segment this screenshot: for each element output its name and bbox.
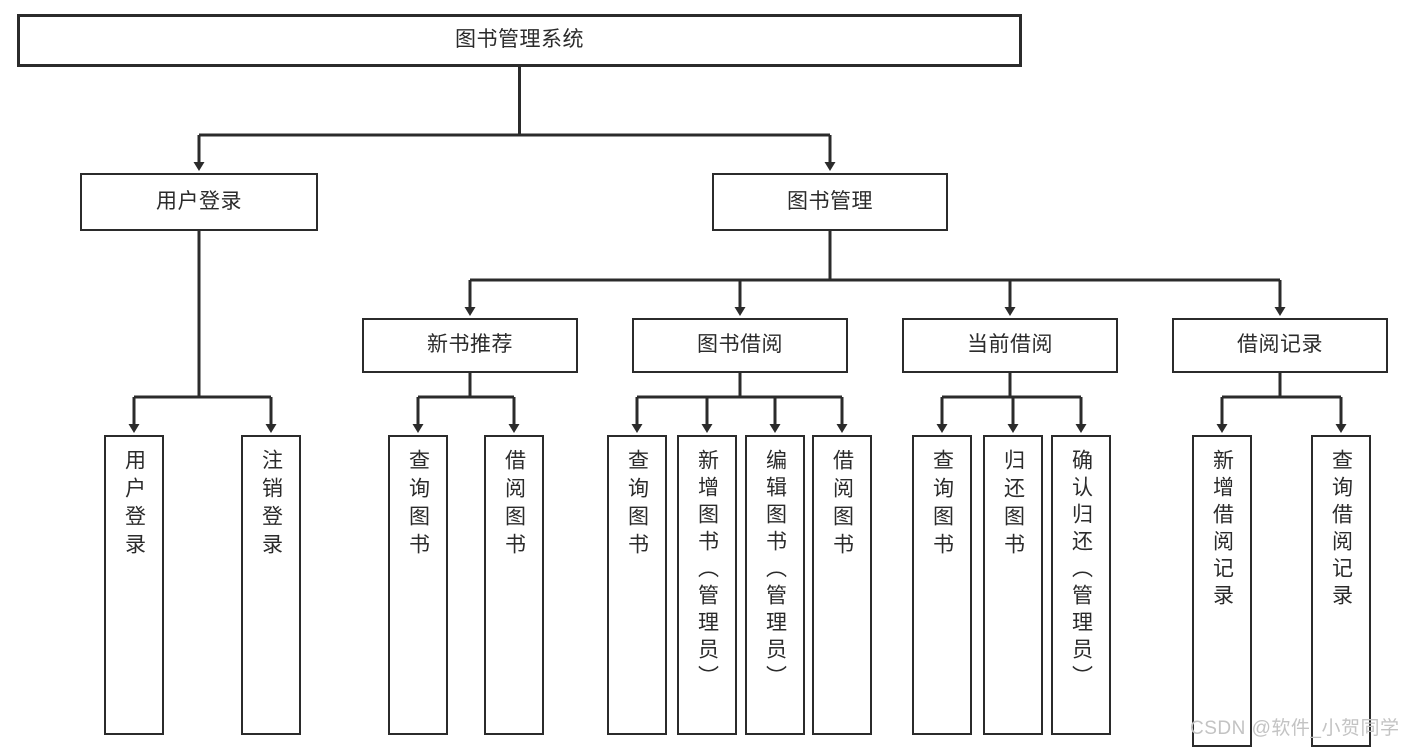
node-label: 查询图书 — [625, 449, 649, 561]
node-leaf-9[interactable]: 查询图书 — [912, 435, 972, 735]
node-label: 注销登录 — [259, 449, 283, 561]
node-label: 编辑图书（管理员） — [763, 449, 787, 692]
node-label: 查询图书 — [406, 449, 430, 561]
node-leaf-4[interactable]: 借阅图书 — [484, 435, 544, 735]
node-label: 图书借阅 — [697, 333, 783, 357]
node-records[interactable]: 借阅记录 — [1172, 318, 1388, 373]
node-label: 借阅图书 — [830, 449, 854, 561]
node-leaf-6[interactable]: 新增图书（管理员） — [677, 435, 737, 735]
node-label: 查询图书 — [930, 449, 954, 561]
node-label: 新增图书（管理员） — [695, 449, 719, 692]
node-label: 借阅图书 — [502, 449, 526, 561]
node-label: 用户登录 — [122, 449, 146, 561]
node-leaf-5[interactable]: 查询图书 — [607, 435, 667, 735]
node-label: 图书管理 — [787, 189, 873, 213]
node-leaf-2[interactable]: 注销登录 — [241, 435, 301, 735]
node-label: 确认归还（管理员） — [1069, 449, 1093, 692]
node-label: 图书管理系统 — [455, 28, 584, 52]
node-current[interactable]: 当前借阅 — [902, 318, 1118, 373]
node-label: 借阅记录 — [1237, 333, 1323, 357]
node-leaf-3[interactable]: 查询图书 — [388, 435, 448, 735]
node-leaf-11[interactable]: 确认归还（管理员） — [1051, 435, 1111, 735]
node-label: 新书推荐 — [427, 333, 513, 357]
node-leaf-8[interactable]: 借阅图书 — [812, 435, 872, 735]
node-label: 归还图书 — [1001, 449, 1025, 561]
node-leaf-13[interactable]: 查询借阅记录 — [1311, 435, 1371, 747]
node-label: 用户登录 — [156, 189, 242, 213]
node-label: 查询借阅记录 — [1329, 449, 1353, 611]
node-leaf-1[interactable]: 用户登录 — [104, 435, 164, 735]
node-bookmgmt[interactable]: 图书管理 — [712, 173, 948, 231]
node-root[interactable]: 图书管理系统 — [17, 14, 1022, 67]
node-borrow[interactable]: 图书借阅 — [632, 318, 848, 373]
node-leaf-12[interactable]: 新增借阅记录 — [1192, 435, 1252, 747]
node-login[interactable]: 用户登录 — [80, 173, 318, 231]
node-leaf-7[interactable]: 编辑图书（管理员） — [745, 435, 805, 735]
node-label: 当前借阅 — [967, 333, 1053, 357]
node-leaf-10[interactable]: 归还图书 — [983, 435, 1043, 735]
node-newbook[interactable]: 新书推荐 — [362, 318, 578, 373]
node-label: 新增借阅记录 — [1210, 449, 1234, 611]
